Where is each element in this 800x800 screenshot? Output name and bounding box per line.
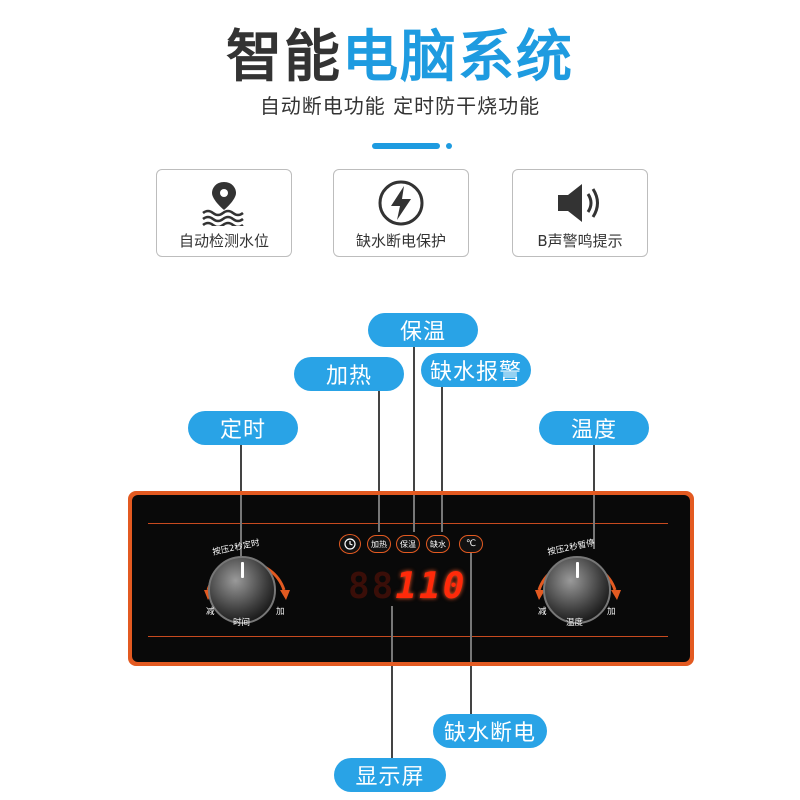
display-pointer-line-overlay (391, 606, 393, 662)
panel-bottom-rule (148, 636, 668, 637)
callout-display: 显示屏 (334, 758, 446, 792)
clock-button[interactable] (339, 534, 361, 554)
callout-temperature: 温度 (539, 411, 649, 445)
subtitle-underline (372, 143, 440, 149)
page-title: 智能电脑系统 (0, 12, 800, 93)
led-display: 88110 (348, 566, 467, 607)
timer-knob-indicator (240, 562, 244, 578)
water-alarm-pointer-line (441, 386, 443, 532)
clock-icon (344, 538, 356, 550)
timer-minus-label: 减 (206, 607, 215, 617)
speaker-icon (513, 178, 647, 228)
callout-water-alarm: 缺水报警 (421, 353, 531, 387)
title-blue-part: 电脑系统 (342, 25, 574, 90)
led-display-value: 110 (395, 566, 467, 607)
feature-card-buzzer: B声警鸣提示 (512, 169, 648, 257)
feature-card-power-cutoff: 缺水断电保护 (333, 169, 469, 257)
timer-plus-label: 加 (276, 607, 285, 617)
heating-pointer-line (378, 388, 380, 532)
temperature-plus-label: 加 (607, 607, 616, 617)
temperature-pointer-line-overlay (593, 495, 595, 549)
temperature-knob-name: 温度 (566, 618, 584, 628)
temperature-minus-label: 减 (538, 607, 547, 617)
callout-heating: 加热 (294, 357, 404, 391)
timer-knob-name: 时间 (233, 618, 251, 628)
led-display-dim-digits: 88 (348, 566, 396, 607)
temperature-knob[interactable] (543, 556, 611, 624)
water-cutoff-pointer-line-overlay (470, 552, 472, 662)
panel-top-rule (148, 523, 668, 524)
feature-label: 自动检测水位 (178, 232, 269, 250)
temperature-knob-indicator (575, 562, 579, 578)
feature-label: B声警鸣提示 (537, 232, 623, 250)
callout-water-cutoff: 缺水断电 (433, 714, 547, 748)
water-level-icon (157, 178, 291, 228)
keep-warm-pointer-line-overlay (413, 495, 415, 532)
lightning-icon (334, 178, 468, 228)
water-alarm-pointer-line-overlay (441, 495, 443, 532)
callout-timer: 定时 (188, 411, 298, 445)
water-shortage-button[interactable]: 缺水 (426, 535, 450, 553)
keep-warm-pointer-line (413, 344, 415, 532)
heating-button[interactable]: 加热 (367, 535, 391, 553)
feature-card-water-level: 自动检测水位 (156, 169, 292, 257)
keep-warm-button[interactable]: 保温 (396, 535, 420, 553)
display-pointer-line (391, 606, 393, 758)
title-dark-part: 智能 (226, 25, 342, 90)
page-subtitle: 自动断电功能 定时防干烧功能 (259, 94, 541, 118)
celsius-button[interactable]: ℃ (459, 535, 483, 553)
feature-label: 缺水断电保护 (355, 232, 446, 250)
timer-pointer-line-overlay (240, 495, 242, 563)
heating-pointer-line-overlay (378, 495, 380, 532)
timer-knob[interactable] (208, 556, 276, 624)
subtitle-dot (446, 143, 452, 149)
callout-keep-warm: 保温 (368, 313, 478, 347)
